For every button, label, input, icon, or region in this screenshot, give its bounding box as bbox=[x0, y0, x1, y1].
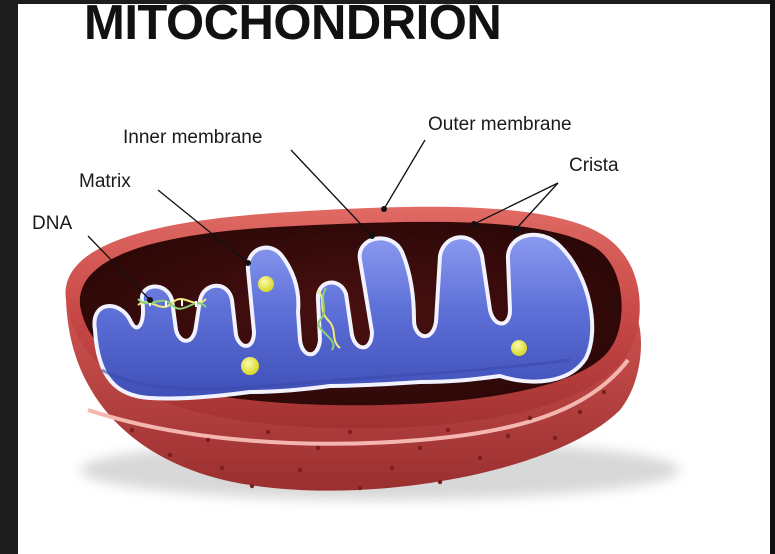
matrix-granule bbox=[258, 276, 274, 292]
matrix-granule bbox=[511, 340, 527, 356]
label-outer-membrane: Outer membrane bbox=[428, 114, 572, 135]
matrix-granule bbox=[241, 357, 259, 375]
label-inner-membrane: Inner membrane bbox=[123, 127, 262, 148]
label-dna: DNA bbox=[32, 213, 72, 234]
label-crista: Crista bbox=[569, 155, 619, 176]
label-matrix: Matrix bbox=[79, 171, 131, 192]
